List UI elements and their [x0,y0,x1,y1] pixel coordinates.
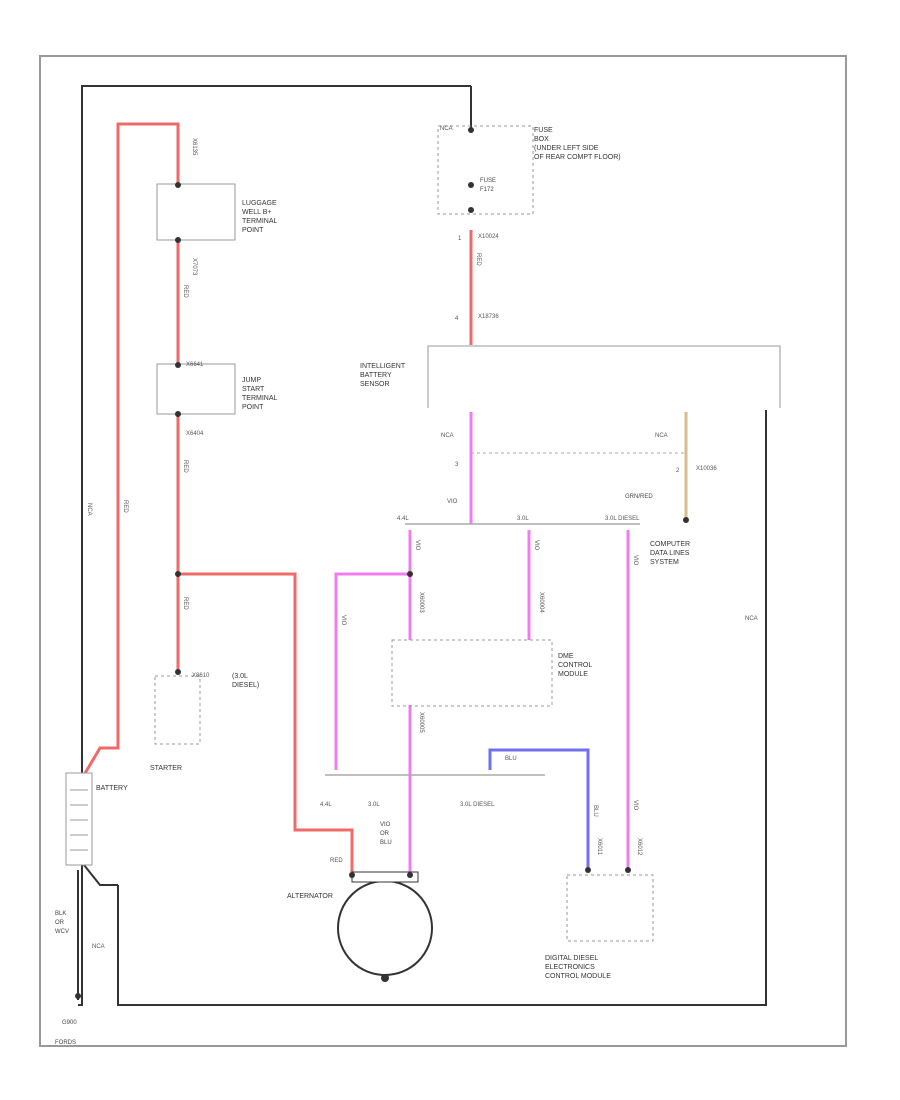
ground-terminal [75,993,81,999]
luggage-well-terminal-box [156,183,236,241]
nca-label-ibs-right: NCA [655,433,668,439]
dde-module-box [566,874,654,942]
connector-x6404: X6404 [186,431,204,437]
ibs-box [427,345,781,408]
wire-color-vio-2: VIO [414,540,420,551]
nca-label-bottom: NCA [92,944,105,950]
black-wire-ground-loop [117,410,767,1006]
wire-color-red-2: RED [182,285,188,298]
connector-x18736: X18736 [478,314,499,320]
connector-x6011: X6011 [596,838,602,856]
diagram-frame [39,55,847,1047]
wire-color-blu-2: BLU [592,805,598,817]
battery-label: BATTERY [96,785,128,792]
fuse-box-outline [437,125,534,215]
jump-start-terminal-box [156,363,236,415]
connector-x60005: X60005 [418,712,424,733]
connector-x6135: X6135 [191,138,197,156]
wire-color-red-3: RED [182,460,188,473]
variant-top-3-0l-diesel: 3.0L DIESEL [605,516,640,522]
variant-top-4-4l: 4.4L [397,516,409,522]
data-line-terminal [683,517,689,523]
black-wire-top-left [78,85,471,1006]
nca-label-left: NCA [86,503,92,516]
wire-color-vio-4: VIO [632,555,638,566]
blu-wire-dde [488,748,590,870]
wire-color-red-5: RED [475,253,481,266]
wire-color-red-6: RED [330,858,343,864]
connector-x6012: X6012 [636,838,642,856]
pin-label-2: 2 [676,468,680,474]
wire-color-vio-1: VIO [447,499,458,505]
variant-bottom-3-0l: 3.0L [368,802,380,808]
connector-x10024: X10024 [478,234,499,240]
pin-label-3: 3 [455,462,459,468]
pin-label-4: 4 [455,316,459,322]
nca-label-ibs-left: NCA [441,433,454,439]
starter-label: STARTER [150,765,182,772]
starter-box [154,675,201,745]
connector-x8610: X8610 [192,673,210,679]
variant-bottom-3-0l-diesel: 3.0L DIESEL [460,802,495,808]
variant-bottom-4-4l: 4.4L [320,802,332,808]
pin-label-1: 1 [458,236,462,242]
ground-label-2: FORDS [55,1040,76,1046]
battery-ground-link [83,864,118,886]
ground-label: G900 [62,1020,77,1026]
connector-x60003: X60003 [418,592,424,613]
connector-x7073: X7073 [191,258,197,276]
wire-color-vio-3: VIO [533,540,539,551]
wire-color-vio-5: VIO [340,615,346,626]
wire-color-blu-1: BLU [505,756,517,762]
alternator-label: ALTERNATOR [287,893,333,900]
wire-color-vio-6: VIO [632,800,638,811]
grn-red-label: GRN/RED [625,494,653,500]
wire-color-red-4: RED [182,597,188,610]
dme-module-box [391,639,553,707]
red-wire-alternator [178,572,354,875]
alternator-ground-terminal [381,974,389,982]
nca-label-right: NCA [745,616,758,622]
nca-label-fuse: NCA [440,126,453,132]
variant-top-3-0l: 3.0L [517,516,529,522]
wire-color-red-1: RED [122,500,128,513]
connector-x10036: X10036 [696,466,717,472]
battery-symbol [65,772,93,866]
vio-wire-branch [334,572,410,770]
alternator-symbol [337,880,433,976]
connector-x6641: X6641 [186,362,204,368]
connector-x60004: X60004 [538,592,544,613]
